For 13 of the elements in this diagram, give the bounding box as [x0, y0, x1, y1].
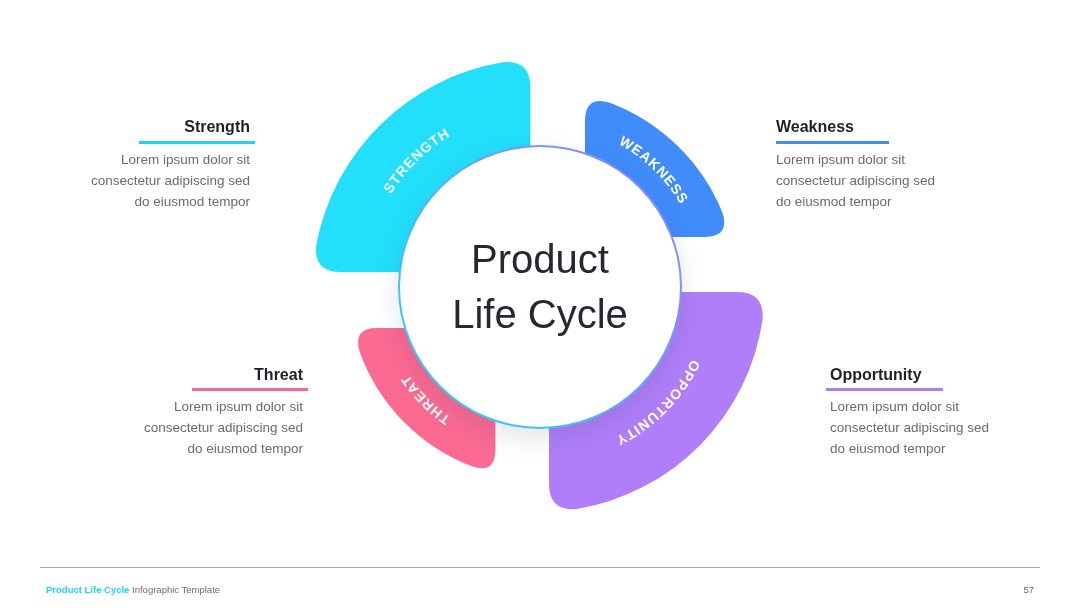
description-text: Lorem ipsum dolor sit consectetur adipiscing sed do eiusmod tempor [89, 151, 250, 211]
center-title: Product Life Cycle [451, 236, 629, 338]
section-heading: Opportunity [830, 365, 922, 385]
cycle-segment [357, 328, 495, 469]
section-heading: Weakness [776, 117, 854, 137]
section-heading: Threat [254, 365, 303, 385]
description-text: Lorem ipsum dolor sit consectetur adipiscing sed do eiusmod tempor [776, 151, 937, 211]
footer-text: Product Life Cycle Infographic Template [46, 584, 221, 596]
page-number: 57 [1023, 584, 1034, 596]
description-text: Lorem ipsum dolor sit consectetur adipiscing sed do eiusmod tempor [830, 398, 991, 458]
section-heading: Strength [184, 117, 250, 137]
cycle-segment [585, 101, 725, 237]
description-text: Lorem ipsum dolor sit consectetur adipiscing sed do eiusmod tempor [142, 398, 303, 458]
